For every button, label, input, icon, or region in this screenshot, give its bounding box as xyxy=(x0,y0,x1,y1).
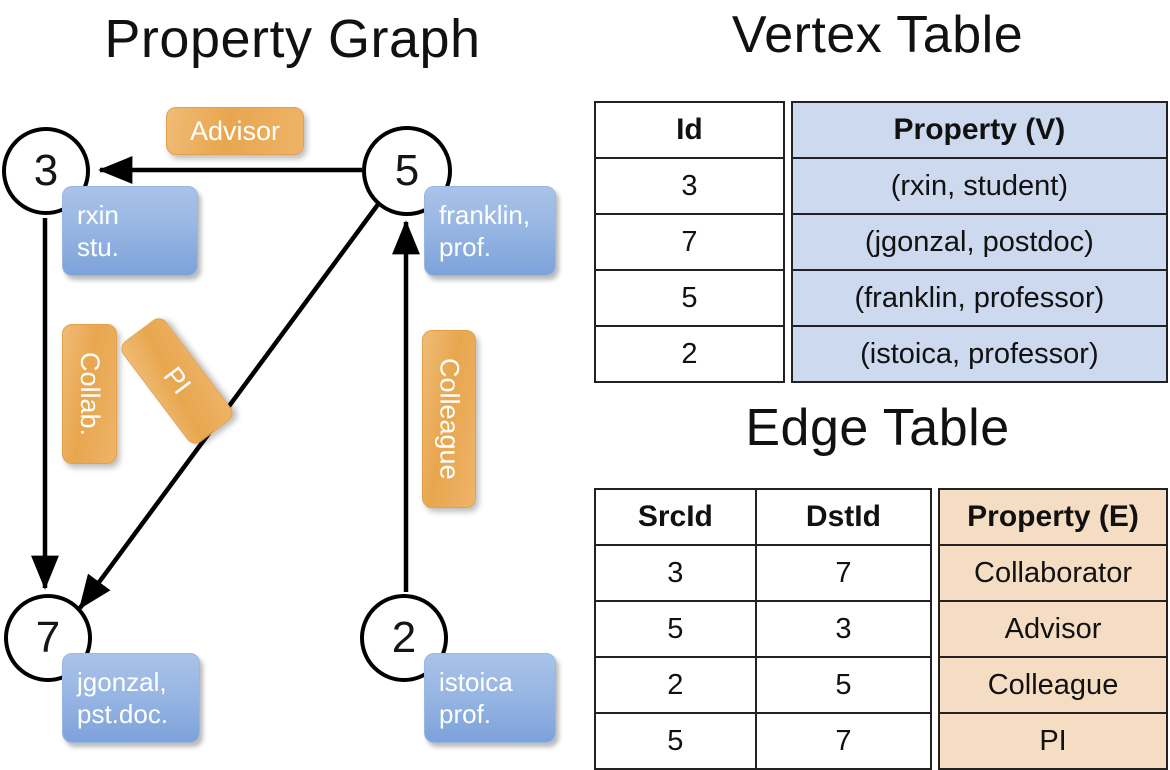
node-label-5: 5 xyxy=(394,146,420,195)
edge-table-column-gap xyxy=(931,489,939,545)
edge-src-cell: 5 xyxy=(594,600,757,658)
edge-dst-cell: 5 xyxy=(754,656,933,714)
node-label-2: 2 xyxy=(391,613,417,662)
vertex-property-cell: (franklin, professor) xyxy=(790,269,1169,327)
edge-src-cell: 3 xyxy=(594,544,757,602)
node-property-line-1: istoica xyxy=(439,666,513,697)
node-property-box-7: jgonzal, pst.doc. xyxy=(62,653,200,743)
node-circle-5[interactable]: 5 xyxy=(362,126,452,216)
edge-table-column-gap xyxy=(931,657,939,713)
vertex-table-header-id: Id xyxy=(594,101,785,159)
edge-dst-cell: 7 xyxy=(754,712,933,770)
edge-table-column-gap xyxy=(931,545,939,601)
edge-label-text: Collab. xyxy=(75,351,105,437)
table-row[interactable]: 2 (istoica, professor) xyxy=(594,325,1169,383)
edge-label-text: Colleague xyxy=(434,358,465,480)
edge-table-column-gap xyxy=(931,713,939,769)
vertex-id-cell: 3 xyxy=(594,157,785,215)
table-row[interactable]: 2 5 Colleague xyxy=(594,656,1168,714)
edge-label-text: PI xyxy=(157,361,198,400)
edge-label-text: Advisor xyxy=(189,115,281,146)
vertex-table-header-property: Property (V) xyxy=(790,101,1169,159)
vertex-table-column-gap xyxy=(784,102,792,158)
edge-table: SrcId DstId Property (E) 3 7 Collaborato… xyxy=(594,488,1168,770)
vertex-property-cell: (rxin, student) xyxy=(790,157,1169,215)
edge-table-header-property: Property (E) xyxy=(938,488,1168,546)
table-row[interactable]: 3 7 Collaborator xyxy=(594,544,1168,602)
node-property-box-5: franklin, prof. xyxy=(424,186,556,276)
edge-src-cell: 5 xyxy=(594,712,757,770)
edge-dst-cell: 3 xyxy=(754,600,933,658)
edge-label-colleague: Colleague xyxy=(422,330,476,508)
edge-table-header-row: SrcId DstId Property (E) xyxy=(594,488,1168,546)
edge-label-collab: Collab. xyxy=(62,324,117,464)
edge-property-cell: PI xyxy=(938,712,1168,770)
vertex-property-cell: (jgonzal, postdoc) xyxy=(790,213,1169,271)
node-property-line-2: pst.doc. xyxy=(77,699,169,729)
vertex-property-cell: (istoica, professor) xyxy=(790,325,1169,383)
vertex-id-cell: 2 xyxy=(594,325,785,383)
node-circle-2[interactable]: 2 xyxy=(360,594,448,682)
edge-dst-cell: 7 xyxy=(754,544,933,602)
vertex-table-column-gap xyxy=(784,214,792,270)
table-row[interactable]: 7 (jgonzal, postdoc) xyxy=(594,213,1169,271)
node-property-line-1: franklin, xyxy=(439,199,531,230)
table-row[interactable]: 3 (rxin, student) xyxy=(594,157,1169,215)
edge-table-header-srcid: SrcId xyxy=(594,488,757,546)
edge-table-header-dstid: DstId xyxy=(754,488,933,546)
vertex-table-column-gap xyxy=(784,270,792,326)
edge-property-cell: Advisor xyxy=(938,600,1168,658)
vertex-table-header-row: Id Property (V) xyxy=(594,101,1169,159)
node-property-line-1: rxin xyxy=(77,199,119,230)
edge-property-cell: Colleague xyxy=(938,656,1168,714)
page-title-edge-table: Edge Table xyxy=(745,399,1010,457)
edge-property-cell: Collaborator xyxy=(938,544,1168,602)
vertex-table: Id Property (V) 3 (rxin, student) 7 (jgo… xyxy=(594,101,1169,383)
vertex-table-column-gap xyxy=(784,326,792,382)
node-property-line-2: prof. xyxy=(439,699,492,729)
table-row[interactable]: 5 (franklin, professor) xyxy=(594,269,1169,327)
property-graph-diagram: 3 rxin stu. 5 franklin, prof. 7 jgonzal,… xyxy=(0,0,585,760)
page-title-property-graph: Property Graph xyxy=(104,9,481,69)
node-property-box-3: rxin stu. xyxy=(62,186,198,276)
node-label-7: 7 xyxy=(35,613,61,662)
vertex-id-cell: 5 xyxy=(594,269,785,327)
node-label-3: 3 xyxy=(33,146,59,195)
node-property-line-2: prof. xyxy=(439,232,492,262)
node-property-line-2: stu. xyxy=(77,232,119,262)
table-row[interactable]: 5 7 PI xyxy=(594,712,1168,770)
edge-src-cell: 2 xyxy=(594,656,757,714)
vertex-id-cell: 7 xyxy=(594,213,785,271)
edge-table-column-gap xyxy=(931,601,939,657)
node-property-box-2: istoica prof. xyxy=(424,653,556,743)
edge-label-advisor: Advisor xyxy=(166,107,304,155)
node-property-line-1: jgonzal, xyxy=(77,666,167,697)
page-title-vertex-table: Vertex Table xyxy=(731,6,1024,64)
table-row[interactable]: 5 3 Advisor xyxy=(594,600,1168,658)
vertex-table-column-gap xyxy=(784,158,792,214)
